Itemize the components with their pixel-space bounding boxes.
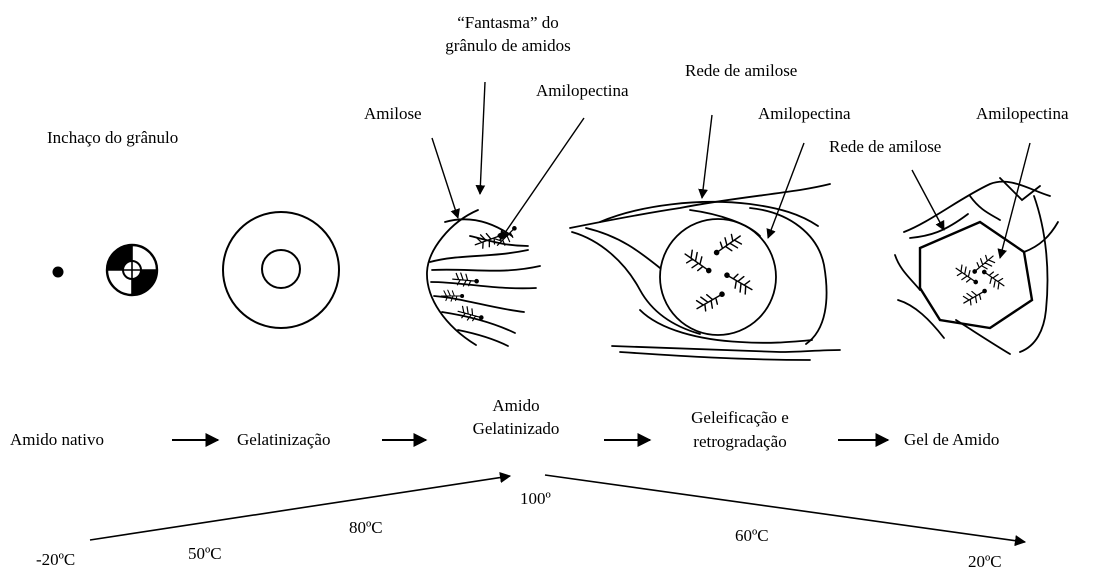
temp-100: 100º: [520, 489, 551, 509]
label-amilopectina-1: Amilopectina: [536, 81, 629, 101]
label-amilopectina-3: Amilopectina: [976, 104, 1069, 124]
quartered-granule: [107, 245, 157, 295]
temp-minus-20: -20ºC: [36, 550, 75, 570]
swollen-granule: [223, 212, 339, 328]
native-granule: [53, 267, 64, 278]
label-amilopectina-2: Amilopectina: [758, 104, 851, 124]
temp-60: 60ºC: [735, 526, 769, 546]
stage-label-gelatinizacao: Gelatinização: [237, 430, 330, 450]
label-rede-amilose-2: Rede de amilose: [829, 137, 941, 157]
label-rede-amilose-1: Rede de amilose: [685, 61, 797, 81]
label-inchaco: Inchaço do grânulo: [47, 128, 178, 148]
stage-label-gelatinizado-line2: Gelatinizado: [452, 419, 580, 439]
label-fantasma-line2: grânulo de amidos: [430, 36, 586, 56]
granule-ghost: [427, 210, 540, 346]
stage-label-gel-de-amido: Gel de Amido: [904, 430, 999, 450]
stage-label-retrogradacao-line2: retrogradação: [672, 432, 808, 452]
stage-label-amido-nativo: Amido nativo: [10, 430, 104, 450]
stage-label-geleificacao-line1: Geleificação e: [672, 408, 808, 428]
label-amilose: Amilose: [364, 104, 422, 124]
starch-gel: [895, 178, 1058, 354]
stage-label-amido-line1: Amido: [458, 396, 574, 416]
temp-50: 50ºC: [188, 544, 222, 564]
temp-80: 80ºC: [349, 518, 383, 538]
temperature-arrows: [90, 475, 1025, 542]
label-fantasma-line1: “Fantasma” do: [440, 13, 576, 33]
amylose-network: [570, 184, 840, 360]
temp-20: 20ºC: [968, 552, 1002, 572]
